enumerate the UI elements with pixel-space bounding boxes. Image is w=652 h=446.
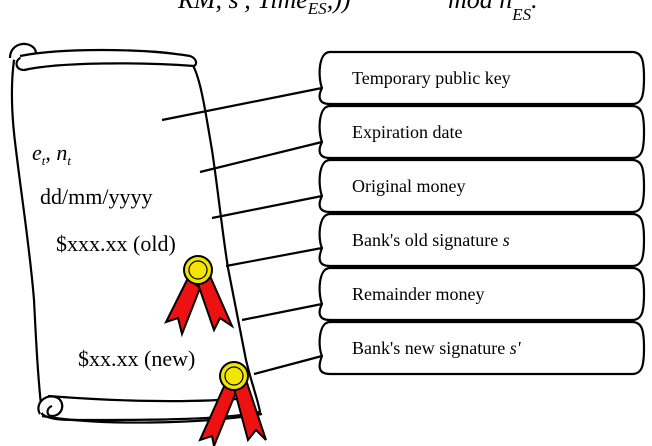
callout-temp-key: Temporary public key xyxy=(318,50,646,106)
leader-original xyxy=(211,194,323,220)
formula-left-tail: ,)) xyxy=(327,0,351,14)
svg-text:Expiration date: Expiration date xyxy=(352,122,462,142)
formula-left: RM, s', Time xyxy=(177,0,308,14)
new-seal-inner xyxy=(224,366,244,386)
svg-text:Temporary public key: Temporary public key xyxy=(352,68,511,88)
leader-temp-key xyxy=(161,86,323,122)
scroll-contents: et, nt dd/mm/yyyy $xxx.xx (old) $xx.xx (… xyxy=(32,140,195,371)
leader-remainder xyxy=(241,302,323,322)
formula-right-tail: . xyxy=(531,0,538,14)
callout-original-money: Original money xyxy=(318,158,646,214)
scroll-bottom-curl xyxy=(37,395,64,418)
callout-label-original-money: Original money xyxy=(352,176,465,196)
svg-text:Bank's old signature s: Bank's old signature s xyxy=(352,230,510,250)
formula-right-sub: ES xyxy=(511,5,531,24)
formula: RM, s', TimeES,)) mod nES. xyxy=(177,0,538,24)
callout-remainder-money: Remainder money xyxy=(318,266,646,322)
callout-label-old-signature: Bank's old signature xyxy=(352,230,503,250)
old-seal-inner xyxy=(188,260,208,280)
svg-text:RM, s', TimeES,)): RM, s', TimeES,)) xyxy=(177,0,351,18)
original-amount-text: $xxx.xx (old) xyxy=(56,231,176,256)
expiration-date-text: dd/mm/yyyy xyxy=(40,184,152,209)
scroll-document xyxy=(8,42,263,424)
formula-right: mod n xyxy=(448,0,512,14)
scroll-bottom-edge xyxy=(41,412,263,424)
callout-expiration: Expiration date xyxy=(318,104,646,160)
temp-key-text: et, nt xyxy=(32,140,71,168)
leader-lines xyxy=(161,86,323,376)
callout-boxes: Temporary public key Expiration date Ori… xyxy=(318,50,646,376)
new-amount-text: $xx.xx (new) xyxy=(78,346,195,371)
formula-left-sub: ES xyxy=(307,0,327,18)
callout-label-remainder-money: Remainder money xyxy=(352,284,484,304)
svg-text:mod nES.: mod nES. xyxy=(448,0,538,24)
callout-label-new-signature: Bank's new signature xyxy=(352,338,510,358)
callout-label-expiration: Expiration date xyxy=(352,122,462,142)
callout-old-signature: Bank's old signature s xyxy=(318,212,646,268)
old-signature-seal xyxy=(164,255,235,338)
new-signature-seal xyxy=(198,361,267,446)
scroll-top-roll xyxy=(19,48,198,72)
leader-new-sig xyxy=(253,354,323,376)
callout-label-temp-key: Temporary public key xyxy=(352,68,511,88)
svg-text:Original money: Original money xyxy=(352,176,465,196)
leader-old-sig xyxy=(225,246,323,268)
callout-new-signature: Bank's new signature s' xyxy=(318,320,646,376)
leader-expiration xyxy=(199,140,323,174)
svg-text:Remainder money: Remainder money xyxy=(352,284,484,304)
svg-text:Bank's new signature s': Bank's new signature s' xyxy=(352,338,522,358)
